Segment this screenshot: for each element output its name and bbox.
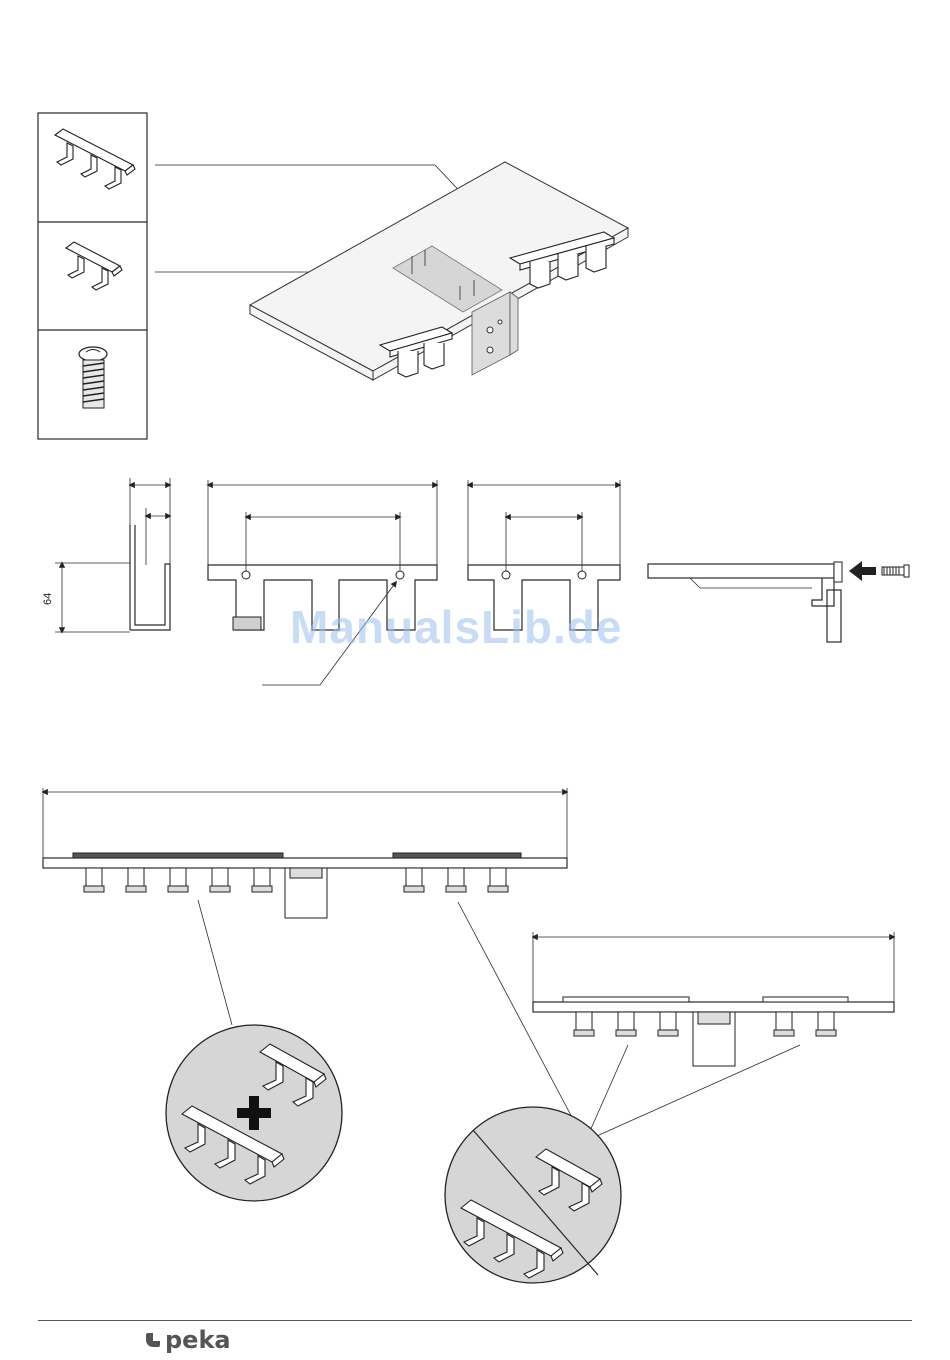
arrow-icon	[849, 561, 876, 581]
hook-rail-two-icon	[66, 242, 122, 290]
screw-icon	[79, 347, 107, 408]
height-dimension-label: 64	[42, 593, 54, 605]
brand-name: peka	[165, 1326, 231, 1354]
hook-rail-three-icon	[55, 129, 135, 189]
watermark: ManualsLib.de	[290, 600, 622, 654]
side-view-with-screw	[648, 561, 909, 642]
footer-divider	[38, 1320, 912, 1321]
brand-logo: peka	[146, 1326, 231, 1354]
detail-circle-combined	[166, 1025, 342, 1201]
logo-mark-icon	[146, 1333, 160, 1347]
detail-circle-alternative	[445, 1107, 621, 1283]
side-profile: 64	[42, 478, 170, 632]
isometric-shelf	[250, 162, 628, 380]
front-elevation-three	[208, 480, 437, 685]
parts-legend	[38, 113, 147, 439]
short-shelf-top-view	[533, 932, 894, 1140]
